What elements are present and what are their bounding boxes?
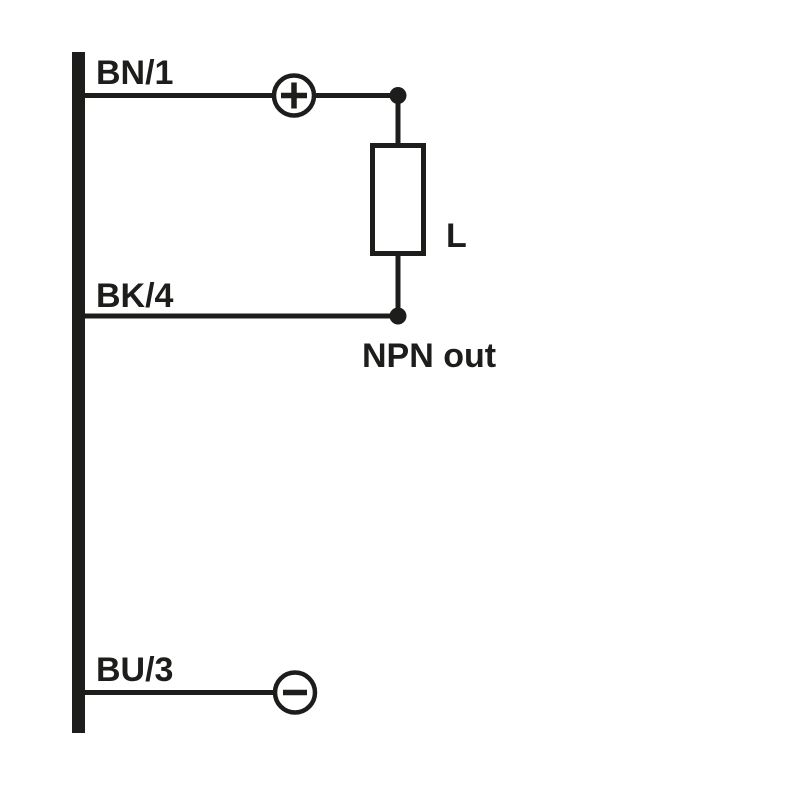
junction-dot-output	[389, 307, 407, 325]
output-label: NPN out	[362, 337, 496, 375]
wire-label-bu3: BU/3	[96, 651, 173, 689]
load-symbol	[370, 143, 426, 256]
minus-terminal-icon	[272, 670, 318, 715]
wire-label-bn1: BN/1	[96, 54, 173, 92]
junction-dot-top	[389, 87, 407, 104]
plus-terminal-icon	[271, 73, 317, 118]
load-label: L	[446, 217, 467, 255]
wire-label-bk4: BK/4	[96, 277, 174, 315]
bus-bar	[72, 52, 85, 733]
